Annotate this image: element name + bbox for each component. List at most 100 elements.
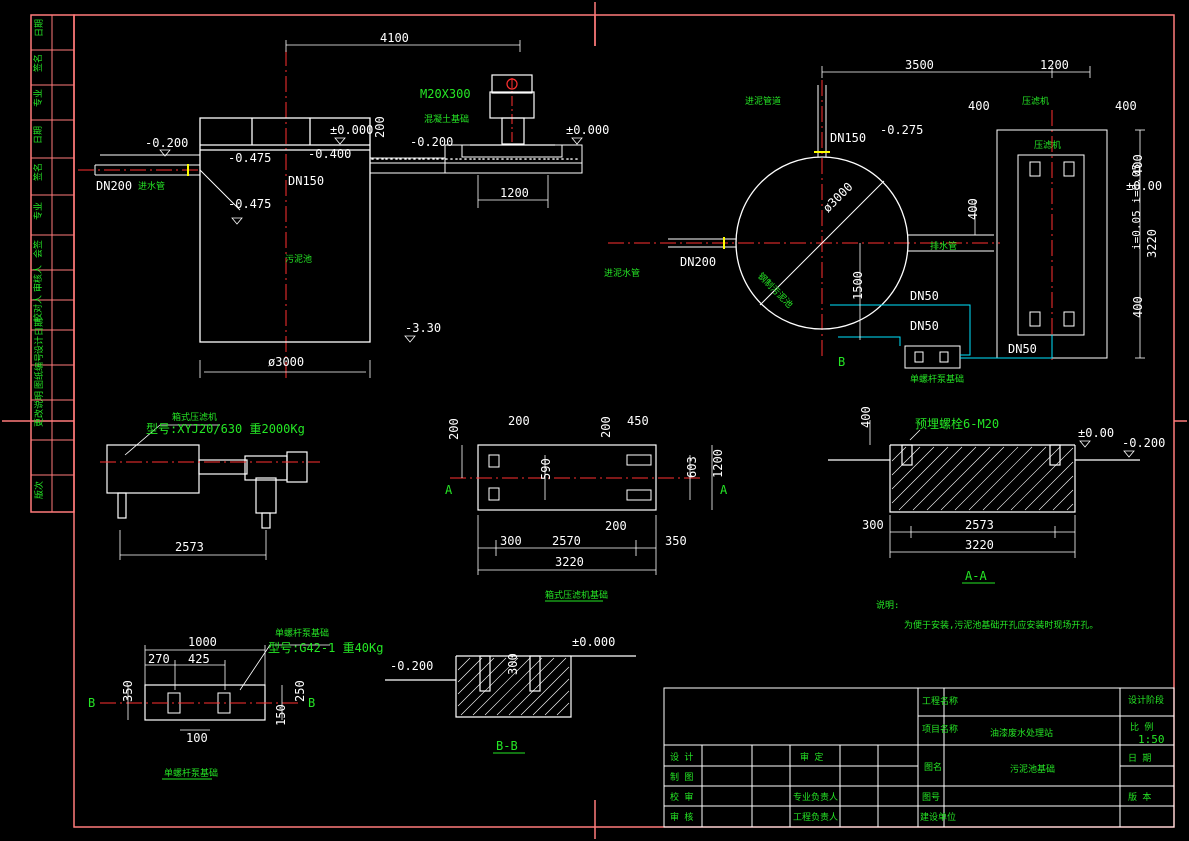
gravel-dot	[423, 158, 425, 160]
pump-caption: 单螺杆泵基础	[164, 767, 218, 779]
gravel-dot	[530, 158, 532, 160]
pp-mark-a-right: A	[720, 483, 728, 497]
pp-dim-3220: 3220	[555, 555, 584, 569]
press-side-view: 箱式压滤机 型号:XYJ20/630 重2000Kg 2573	[100, 411, 320, 560]
gravel-dot	[465, 158, 467, 160]
hatch-line	[457, 657, 507, 707]
hatch-line	[1024, 461, 1074, 511]
gravel-dot	[391, 158, 393, 160]
strip-cell-4: 日期	[33, 126, 44, 144]
tb-approver: 审 核	[670, 811, 693, 823]
elev-slab-label: 混凝土基础	[424, 113, 469, 125]
gravel-dot	[548, 158, 550, 160]
bb-el-m0200: -0.200	[390, 659, 433, 673]
gravel-dot	[474, 158, 476, 160]
strip-cell-6: 专业	[32, 202, 44, 220]
hatch-line	[1066, 503, 1074, 511]
pp-dim-200-t: 200	[508, 414, 530, 428]
elevation-view: 4100 M20X300 混凝土基础 200 -0.200 ±0.000 ±0.…	[78, 31, 609, 378]
plan-pump-label: 单螺杆泵基础	[910, 373, 964, 385]
hatch-line	[1010, 447, 1074, 511]
gravel-dot	[502, 158, 504, 160]
tb-unit-label: 建设单位	[920, 811, 956, 823]
elev-el-ground-left: -0.200	[145, 136, 188, 150]
hatch-line	[508, 657, 567, 716]
gravel-dot	[456, 158, 458, 160]
hatch-line	[1052, 489, 1074, 511]
plan-dn150: DN150	[830, 131, 866, 145]
aa-dim-300: 300	[862, 518, 884, 532]
gravel-dot	[483, 158, 485, 160]
hatch-line	[926, 446, 991, 511]
gravel-dot	[567, 158, 569, 160]
plan-dn50-c: DN50	[1008, 342, 1037, 356]
hatch-line	[968, 446, 1033, 511]
strip-cell-11: 图纸编号	[33, 353, 45, 389]
gravel-dot	[562, 158, 564, 160]
elev-dn150: DN150	[288, 174, 324, 188]
plan-el-zero: ±0.00	[1126, 179, 1162, 193]
hatch-line	[940, 446, 1005, 511]
plan-dim-400-right: 400	[1115, 99, 1137, 113]
hatch-line	[457, 657, 495, 695]
gravel-dot	[396, 158, 398, 160]
hatch-line	[912, 446, 977, 511]
elev-el-m0200: -0.200	[410, 135, 453, 149]
tb-drawing-name: 污泥池基础	[1010, 763, 1055, 775]
gravel-dot	[382, 158, 384, 160]
plan-dim-400-v1: 400	[1131, 154, 1145, 176]
bb-el-zero: ±0.000	[572, 635, 615, 649]
pump-dim-150: 150	[274, 704, 288, 726]
gravel-dot	[409, 158, 411, 160]
plan-dn50-a: DN50	[910, 289, 939, 303]
gravel-dot	[372, 158, 374, 160]
pump-foundation-plan: 单螺杆泵基础 型号:G42-1 重40Kg 1000 270 425 350 2…	[88, 627, 383, 780]
gravel-dot	[479, 158, 481, 160]
gravel-dot	[386, 158, 388, 160]
gravel-dot	[451, 158, 453, 160]
tb-prof-lead: 专业负责人	[793, 791, 838, 803]
elev-dim-200: 200	[373, 116, 387, 138]
plan-pipe-label: 排水管	[930, 240, 957, 252]
strip-cell-5: 签名	[32, 163, 44, 181]
hatch-line	[556, 702, 570, 716]
notes-title: 说明:	[876, 599, 899, 611]
plan-section-mark: B	[838, 355, 845, 369]
plan-dim-1500: 1500	[851, 271, 865, 300]
pp-dim-300: 300	[500, 534, 522, 548]
elev-el-bottom: -3.30	[405, 321, 441, 335]
gravel-dot	[539, 158, 541, 160]
hatch-line	[891, 446, 921, 476]
strip-cell-13: 版次	[33, 481, 45, 499]
hatch-line	[457, 657, 471, 671]
plan-dim-3220: 3220	[1145, 229, 1159, 258]
foundation-slab	[369, 144, 583, 174]
pump-dim-425: 425	[188, 652, 210, 666]
hatch-line	[891, 446, 907, 462]
pump-dim-270: 270	[148, 652, 170, 666]
hatch-line	[1038, 475, 1074, 511]
gravel-dot	[516, 158, 518, 160]
elev-tank-label: 污泥池	[285, 253, 312, 265]
plan-sludge-label: 压滤机	[1022, 95, 1049, 107]
press-foundation-plan: 200 450 200 200 590 603 1200 A A 200 300…	[445, 414, 728, 602]
tb-scale-label: 比 例	[1130, 721, 1153, 733]
gravel-dot	[433, 158, 435, 160]
gravel-dot	[511, 158, 513, 160]
pp-dim-450: 450	[627, 414, 649, 428]
gravel-dot	[400, 158, 402, 160]
gravel-dot	[437, 158, 439, 160]
plan-dim-400-left: 400	[968, 99, 990, 113]
tb-drawing-label: 图名	[924, 761, 942, 773]
pump-assembly	[470, 74, 555, 146]
plan-dim-1200: 1200	[1040, 58, 1069, 72]
strip-cell-10: 设计日期	[33, 318, 45, 354]
plan-dim-400-mid: 400	[966, 198, 980, 220]
gravel-dot	[377, 158, 379, 160]
aa-title: A-A	[965, 569, 987, 583]
bb-dim-300: 300	[506, 653, 520, 675]
left-strip-labels: 日期 签名 专业 日期 签名 专业 会签 审核人 校对人 设计日期 图纸编号 更…	[32, 19, 45, 499]
plan-vent-label: 进泥管道	[745, 95, 781, 107]
gravel-dot	[460, 158, 462, 160]
